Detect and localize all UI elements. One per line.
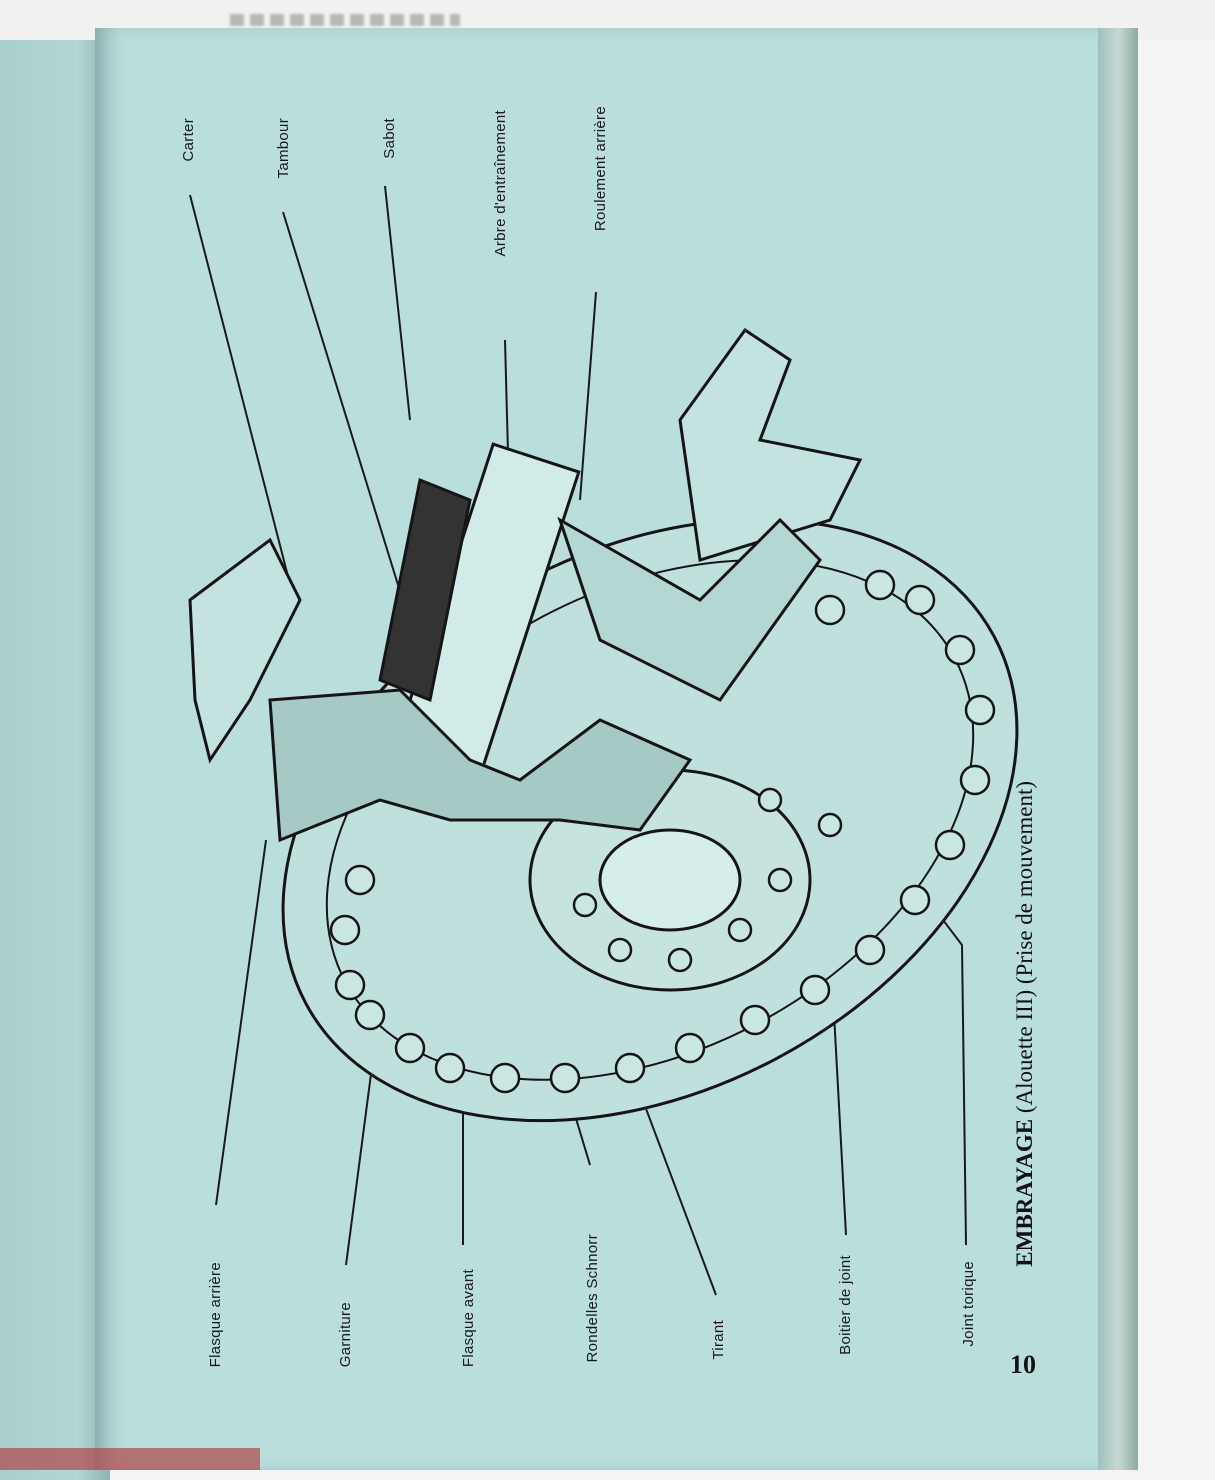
leader-flasque-arriere (215, 839, 267, 1206)
caption-sub: (Prise de mouvement) (1012, 781, 1037, 985)
label-sabot: Sabot (381, 118, 398, 159)
label-rondelles-schnorr: Rondelles Schnorr (584, 1233, 601, 1363)
label-tambour: Tambour (275, 118, 292, 179)
label-carter: Carter (180, 118, 197, 162)
label-tirant: Tirant (710, 1320, 727, 1360)
caption-main: EMBRAYAGE (1012, 1119, 1037, 1267)
blurred-header-text (230, 14, 460, 26)
label-joint-torique: Joint torique (960, 1261, 977, 1347)
leader-roulement (579, 291, 597, 501)
bolt-heads (329, 569, 996, 1094)
leader-carter (189, 194, 293, 593)
label-boitier-de-joint: Boitier de joint (837, 1255, 854, 1355)
page-edges (1098, 28, 1138, 1470)
label-roulement-arriere: Roulement arrière (592, 106, 609, 232)
label-arbre-entrainement: Arbre d'entraînement (492, 110, 509, 257)
figure-caption: EMBRAYAGE (Alouette III) (Prise de mouve… (1012, 781, 1038, 1267)
left-page (0, 40, 110, 1480)
caption-aircraft: (Alouette III) (1012, 990, 1037, 1114)
leader-sabot (384, 185, 411, 421)
label-flasque-avant: Flasque avant (460, 1268, 477, 1367)
page-number: 10 (1010, 1350, 1036, 1379)
label-garniture: Garniture (337, 1301, 354, 1367)
book-cover-edge (0, 1448, 260, 1470)
mechanism-drawing (188, 327, 1019, 1123)
label-flasque-arriere: Flasque arrière (207, 1261, 224, 1367)
